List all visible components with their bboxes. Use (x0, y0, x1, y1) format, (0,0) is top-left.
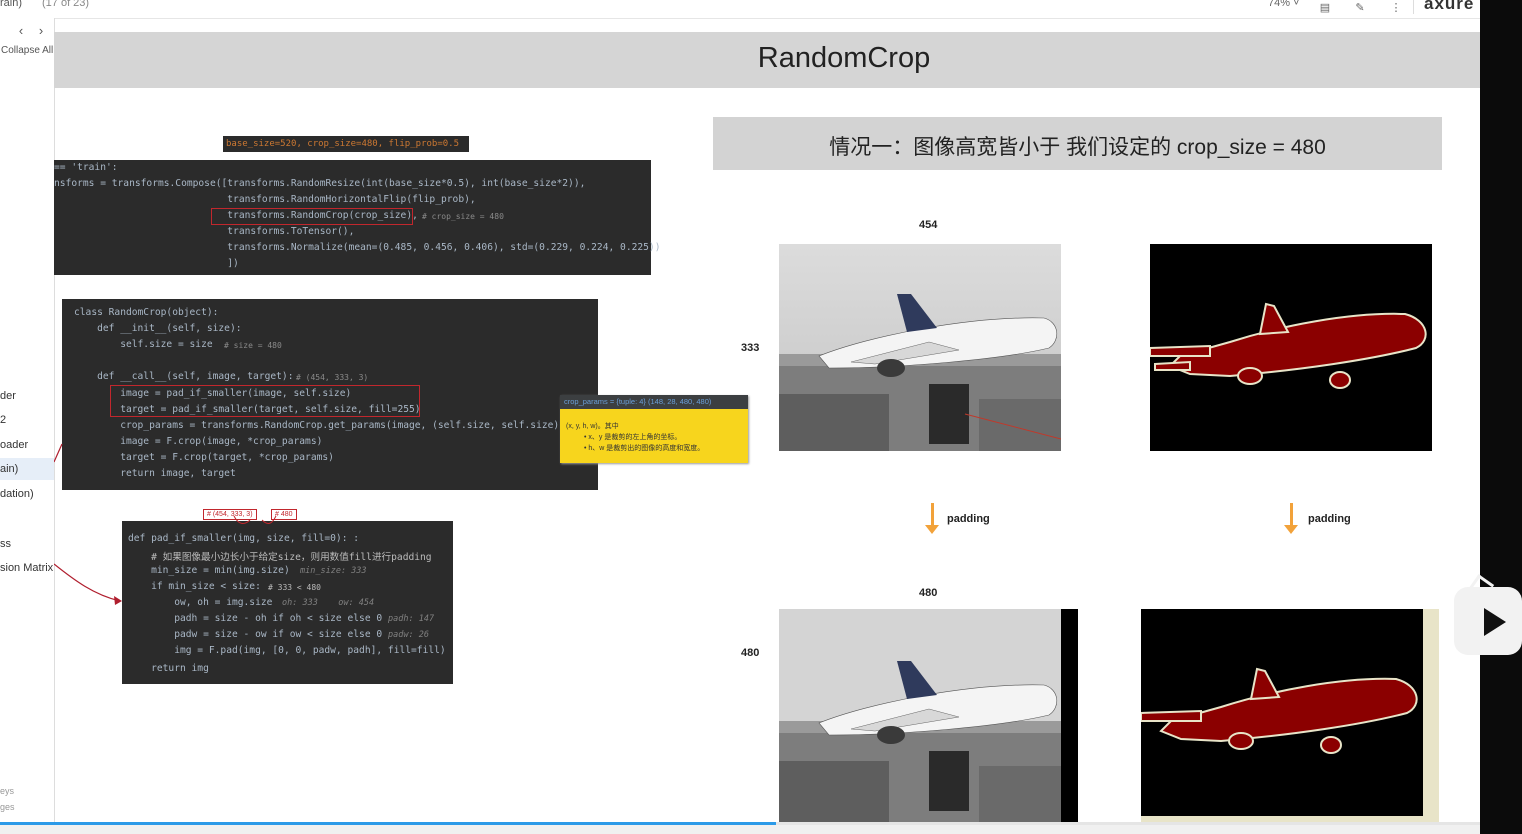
sidebar-item-selected[interactable]: ain) (0, 463, 19, 475)
segmentation-mask (1150, 244, 1432, 451)
top-height-label: 333 (741, 342, 760, 354)
more-icon[interactable]: ⋮ (1390, 2, 1402, 14)
code-line: self.size = size (74, 339, 213, 350)
code-hint: min_size: 333 (300, 566, 367, 576)
sidebar-item[interactable]: dation) (0, 488, 34, 500)
right-dark-band (1480, 0, 1522, 834)
connector-arrows (54, 443, 122, 605)
code-line: def pad_if_smaller(img, size, fill=0): : (128, 533, 360, 544)
notes-icon[interactable]: ▤ (1319, 2, 1331, 14)
sidebar-item[interactable]: sion Matrix (0, 562, 54, 574)
code-comment: # size = 480 (224, 341, 282, 350)
slide-title-bar: RandomCrop (54, 32, 1480, 88)
code-line: padh = size - oh if oh < size else 0 (128, 613, 383, 624)
code-line: transforms.RandomCrop(crop_size), (54, 210, 418, 221)
arg-badge: # (454, 333, 3) (203, 509, 257, 520)
arrow-down-icon (1284, 503, 1298, 534)
bottom-strip (0, 825, 1480, 834)
sidebar-item[interactable]: oader (0, 439, 29, 451)
arg-badge: # 480 (271, 509, 297, 520)
code-line: def __init__(self, size): (74, 323, 242, 334)
edit-icon[interactable]: ✎ (1355, 2, 1365, 14)
video-play-button[interactable] (1454, 574, 1522, 655)
padded-segmentation-mask (1141, 609, 1439, 822)
airplane-photo (779, 244, 1061, 451)
sidebar-bottom-item[interactable]: ges (0, 802, 15, 812)
page-name: rain) (0, 0, 23, 9)
code-line: image = pad_if_smaller(image, self.size) (74, 388, 352, 399)
sidebar-item[interactable]: der (0, 390, 16, 402)
chevron-right-icon[interactable]: › (38, 23, 44, 38)
case-heading-bar: 情况一：图像高宽皆小于 我们设定的 crop_size = 480 (713, 117, 1442, 170)
code-line: transforms.RandomHorizontalFlip(flip_pro… (54, 194, 476, 205)
config-code-block: == 'train': nsforms = transforms.Compose… (54, 160, 660, 275)
bottom-width-label: 480 (919, 587, 938, 599)
code-hint: oh: 333 ow: 454 (282, 598, 375, 608)
slide-title: RandomCrop (757, 42, 931, 74)
code-line: transforms.Normalize(mean=(0.485, 0.456,… (54, 242, 661, 253)
code-hint: # 333 < 480 (268, 583, 321, 592)
code-line: return img (128, 663, 209, 674)
tooltip-bullet: • h、w 是裁剪出的图像的高度和宽度。 (584, 445, 705, 452)
sidebar-item[interactable]: ss (0, 538, 11, 550)
collapse-all-button[interactable]: Collapse All (1, 45, 54, 56)
code-line: class RandomCrop(object): (74, 307, 219, 318)
zoom-value: 74% (1268, 0, 1291, 9)
crop-params-tooltip: crop_params = {tuple: 4} (148, 28, 480, … (560, 395, 748, 463)
zoom-dropdown[interactable]: 74% ˅ (1268, 0, 1300, 9)
code-line: padw = size - ow if ow < size else 0 (128, 629, 383, 640)
sidebar-item[interactable]: 2 (0, 414, 7, 426)
play-icon (1484, 608, 1506, 636)
highlight-box (110, 385, 420, 417)
tooltip-line: (x, y, h, w)。其中 (566, 423, 619, 430)
code-line: img = F.pad(img, [0, 0, padw, padh], fil… (128, 645, 446, 656)
bottom-height-label: 480 (741, 647, 760, 659)
code-line: transforms.ToTensor(), (54, 226, 355, 237)
brand-logo: axure (1424, 0, 1475, 13)
padded-airplane-photo (779, 609, 1078, 822)
case-heading: 情况一：图像高宽皆小于 我们设定的 crop_size = 480 (829, 136, 1326, 159)
toolbar-divider (1413, 0, 1414, 14)
chevron-left-icon[interactable]: ‹ (18, 23, 24, 38)
code-line: if min_size < size: (128, 581, 261, 592)
code-line: ow, oh = img.size (128, 597, 273, 608)
padding-label: padding (947, 513, 990, 525)
tooltip-bullet-text: h、w 是裁剪出的图像的高度和宽度。 (588, 445, 705, 452)
top-toolbar: rain) (17 of 23) 74% ˅ ▤ ✎ ⋮ axure (0, 0, 1480, 19)
code-line: # 如果图像最小边长小于给定size，则用数值fill进行padding (128, 552, 432, 563)
sidebar: ‹ › Collapse All der 2 oader ain) dation… (0, 18, 55, 834)
code-line: == 'train': (54, 162, 118, 173)
code-line: crop_params = transforms.RandomCrop.get_… (74, 420, 565, 431)
sidebar-selected-highlight (0, 458, 54, 480)
code-line: target = pad_if_smaller(target, self.siz… (74, 404, 421, 415)
code-comment: # crop_size = 480 (422, 212, 504, 221)
padding-label: padding (1308, 513, 1351, 525)
code-line: ]) (54, 258, 239, 269)
code-line: nsforms = transforms.Compose([transforms… (54, 178, 586, 189)
code-hint: padh: 147 (388, 614, 435, 624)
code-line: image = F.crop(image, *crop_params) (74, 436, 323, 447)
page-counter: (17 of 23) (42, 0, 90, 9)
highlight-box (211, 208, 413, 225)
sidebar-bottom-item[interactable]: eys (0, 786, 15, 796)
code-line: def __call__(self, image, target): (74, 371, 294, 382)
config-params-label: base_size=520, crop_size=480, flip_prob=… (223, 136, 469, 152)
tooltip-bullet-text: x、y 是裁剪的左上角的坐标。 (588, 434, 682, 441)
pad-if-smaller-code: def pad_if_smaller(img, size, fill=0): :… (122, 521, 453, 684)
tooltip-bullet: • x、y 是裁剪的左上角的坐标。 (584, 434, 682, 441)
code-line: return image, target (74, 468, 236, 479)
badge-connector (233, 515, 277, 524)
code-comment: # (454, 333, 3) (296, 373, 369, 382)
arrow-down-icon (925, 503, 939, 534)
tooltip-header: crop_params = {tuple: 4} (148, 28, 480, … (560, 395, 748, 409)
top-width-label: 454 (919, 219, 938, 231)
randomcrop-class-code: class RandomCrop(object): def __init__(s… (62, 299, 598, 490)
code-line: target = F.crop(target, *crop_params) (74, 452, 334, 463)
code-line: min_size = min(img.size) (128, 565, 290, 576)
progress-bar[interactable] (0, 822, 776, 825)
code-hint: padw: 26 (388, 630, 429, 640)
